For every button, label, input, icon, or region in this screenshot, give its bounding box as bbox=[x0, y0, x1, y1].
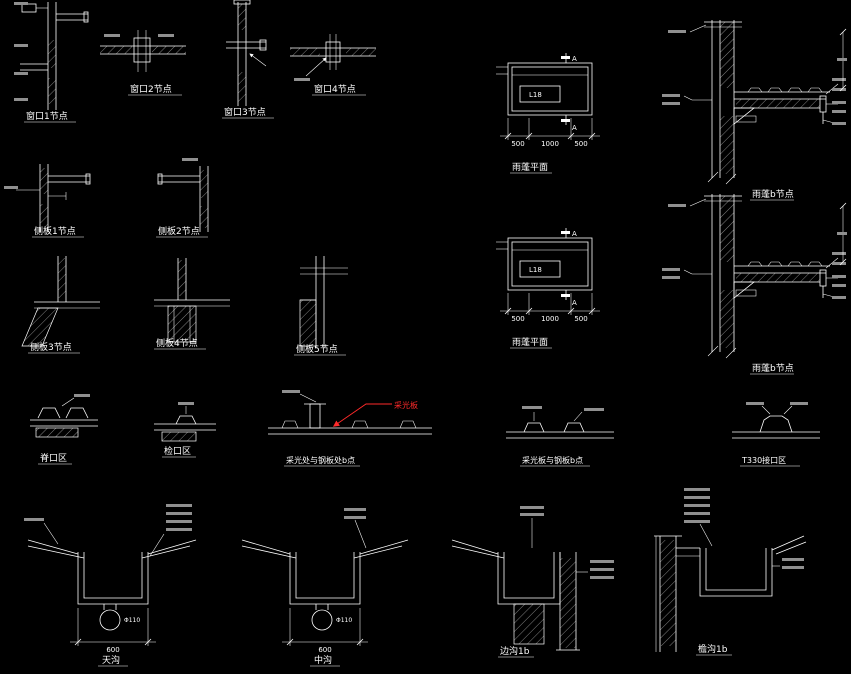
label-gutter-eave: 檐沟1b bbox=[698, 643, 728, 655]
detail-panel-node-3: 侧板3节点 bbox=[21, 256, 100, 354]
skylight-callout-text: 采光板 bbox=[394, 400, 418, 410]
label-panel-node-3: 侧板3节点 bbox=[30, 341, 72, 353]
label-panel-node-4: 侧板4节点 bbox=[156, 337, 198, 349]
detail-panel-node-1: 侧板1节点 bbox=[4, 164, 91, 238]
label-ridge-zone: 脊口区 bbox=[40, 452, 67, 464]
detail-window-node-2: 窗口2节点 bbox=[100, 30, 186, 96]
label-panel-node-1: 侧板1节点 bbox=[34, 225, 76, 237]
skylight-leader-red bbox=[332, 403, 392, 427]
detail-panel-node-2: 侧板2节点 bbox=[156, 158, 209, 238]
detail-gutter-main: 天沟 bbox=[24, 504, 197, 667]
detail-gutter-middle: 中沟 bbox=[241, 508, 409, 667]
label-canopy-plan-1: 雨蓬平面 bbox=[512, 161, 548, 173]
label-canopy-node-2: 雨蓬b节点 bbox=[752, 362, 794, 374]
label-gutter-side: 边沟1b bbox=[500, 645, 530, 657]
label-skylight-steel-node-1: 采光处与钢板处b点 bbox=[286, 455, 355, 465]
detail-skylight-steel-node-2: 采光板与钢板b点 bbox=[506, 406, 614, 467]
label-t330-joint-zone: T330接口区 bbox=[741, 455, 786, 465]
detail-ridge-zone: 脊口区 bbox=[30, 394, 98, 465]
detail-window-node-4: 窗口4节点 bbox=[290, 34, 376, 96]
label-window-node-1: 窗口1节点 bbox=[26, 110, 68, 122]
detail-window-node-1: 窗口1节点 bbox=[14, 2, 89, 123]
label-window-node-2: 窗口2节点 bbox=[130, 83, 172, 95]
detail-gutter-eave: 檐沟1b bbox=[654, 488, 807, 656]
detail-gutter-side: 边沟1b bbox=[451, 506, 614, 658]
label-window-node-3: 窗口3节点 bbox=[224, 106, 266, 118]
label-panel-node-2: 侧板2节点 bbox=[158, 225, 200, 237]
detail-t330-joint-zone: T330接口区 bbox=[732, 402, 820, 467]
label-gutter-middle: 中沟 bbox=[314, 654, 332, 666]
detail-panel-node-4: 侧板4节点 bbox=[154, 258, 230, 350]
label-canopy-node-1: 雨蓬b节点 bbox=[752, 188, 794, 200]
label-gutter-main: 天沟 bbox=[102, 654, 120, 666]
label-skylight-steel-node-2: 采光板与钢板b点 bbox=[522, 455, 583, 465]
detail-skylight-steel-node-1: 采光板 采光处与钢板处b点 bbox=[268, 390, 432, 467]
label-window-node-4: 窗口4节点 bbox=[314, 83, 356, 95]
label-panel-node-5: 侧板5节点 bbox=[296, 343, 338, 355]
detail-window-node-3: 窗口3节点 bbox=[222, 0, 274, 119]
label-canopy-plan-2: 雨蓬平面 bbox=[512, 336, 548, 348]
detail-joint-zone: 检口区 bbox=[154, 402, 216, 458]
detail-panel-node-5: 侧板5节点 bbox=[294, 256, 348, 356]
label-joint-zone: 检口区 bbox=[164, 445, 191, 457]
